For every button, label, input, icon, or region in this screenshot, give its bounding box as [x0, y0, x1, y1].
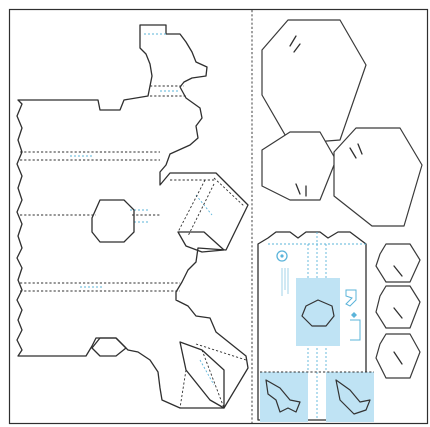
upper-flap-fold-c	[177, 179, 206, 233]
upper-flap-fold-d	[187, 183, 215, 237]
upper-flap	[177, 231, 225, 253]
bottom-tab-right-shape	[335, 379, 371, 415]
bottom-tab-right	[326, 372, 374, 422]
hexagon-slot-1	[289, 35, 301, 53]
hexagon-slot-3	[349, 143, 363, 159]
window-cutout-1	[91, 199, 135, 243]
hexagon-mid-left	[261, 131, 337, 201]
bottom-tab-left-shape	[265, 379, 301, 413]
upper-flap-fold-b	[213, 177, 245, 207]
bottom-tab-left	[260, 372, 308, 422]
hexagon-small-3	[375, 333, 421, 379]
tray-diamond	[351, 312, 357, 318]
hexagon-slot-2	[295, 183, 307, 197]
net-outline	[16, 24, 249, 409]
hexagon-mid-right	[333, 127, 423, 227]
hexagon-small-1	[375, 243, 421, 283]
hexagon-small-slots	[393, 265, 403, 365]
lower-flap-fold-a	[195, 343, 247, 361]
window-cutout-2	[91, 337, 127, 357]
base-tray	[257, 231, 374, 422]
logo-mark	[276, 250, 288, 262]
hexagon-small-2	[375, 285, 421, 329]
logo-dot	[280, 254, 284, 258]
tray-glyph	[345, 289, 361, 341]
info-marks	[281, 268, 289, 296]
hexagon-pieces	[257, 19, 423, 422]
lower-flap-fold-c	[201, 349, 225, 409]
blue-fold-7	[199, 359, 215, 386]
tray-center-cut	[301, 299, 335, 327]
blue-fold-6	[195, 194, 213, 216]
building-net	[16, 24, 249, 409]
